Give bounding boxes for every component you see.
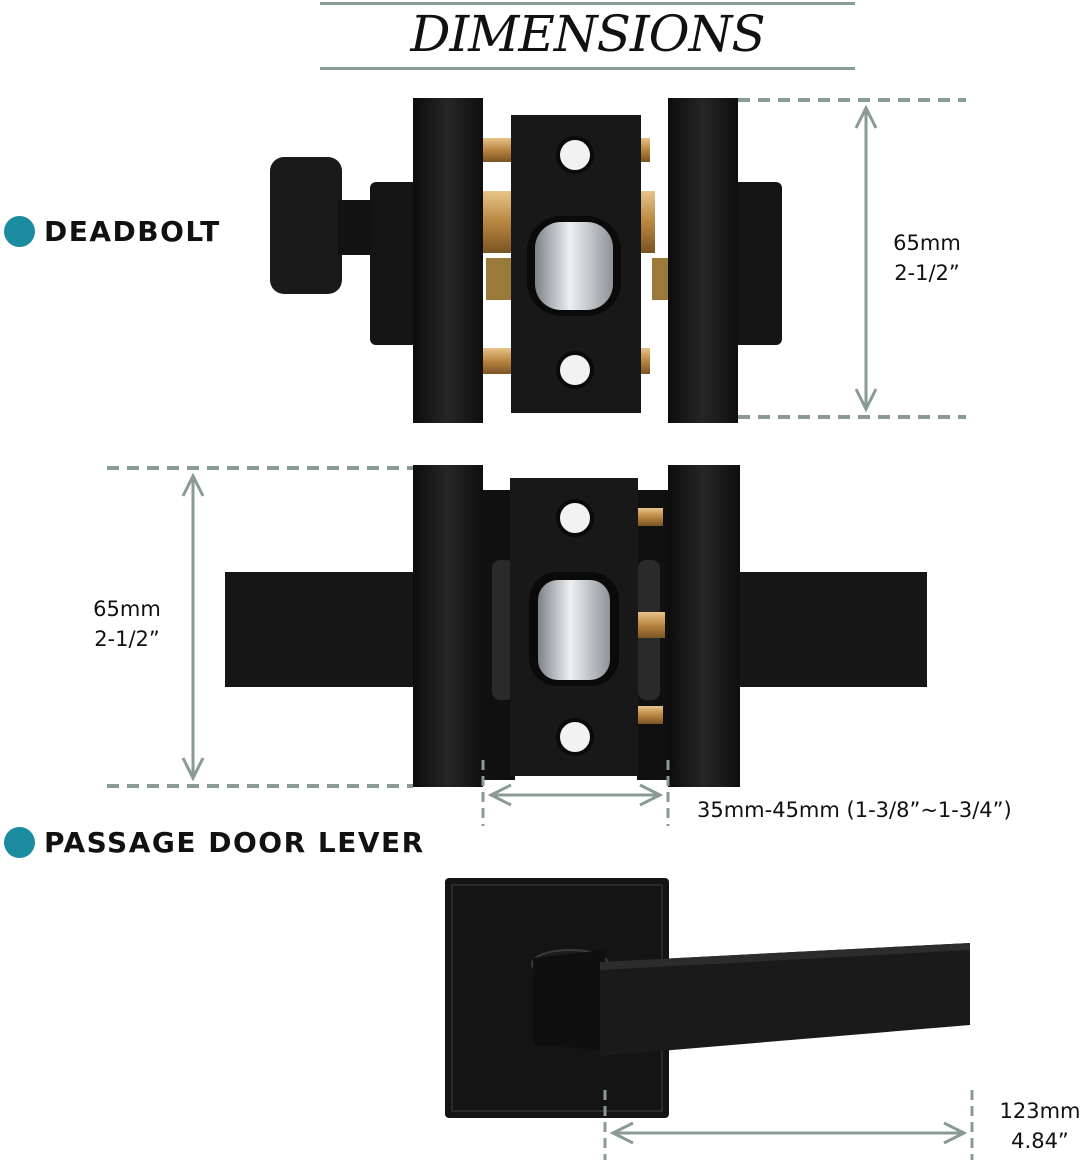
post-mid-right [635, 612, 665, 638]
lever-height-metric: 65mm [93, 597, 161, 621]
thickness-arrowhead-left [487, 783, 512, 807]
deadbolt-label: DEADBOLT [44, 215, 221, 248]
deadbolt-height-metric: 65mm [893, 231, 961, 255]
deadbolt-arrowhead-bottom [854, 388, 878, 413]
thumb-turn [270, 157, 342, 294]
passage-latch-drawing [225, 465, 927, 787]
title-top-rule [320, 2, 855, 5]
right-rose [668, 98, 738, 423]
latch-bolt [538, 580, 610, 680]
deadbolt-drawing [270, 98, 782, 423]
right-rose-latch [668, 465, 740, 787]
deadbolt-height-imperial: 2-1/2” [894, 261, 960, 285]
cam-left [486, 258, 514, 300]
left-rose [413, 98, 483, 423]
deadbolt-arrowhead-top [854, 104, 878, 129]
spring-left [492, 560, 514, 700]
lever-drawing [445, 878, 970, 1118]
post-top-right [635, 508, 663, 526]
length-arrowhead-left [609, 1121, 634, 1145]
left-rose-latch [413, 465, 483, 787]
deadbolt-bullet-icon [4, 216, 35, 247]
thickness-arrowhead-right [639, 783, 664, 807]
latch-screw-top [556, 499, 594, 537]
title-block: DIMENSIONS [320, 0, 855, 70]
page-title: DIMENSIONS [410, 5, 765, 63]
passage-bullet-icon [4, 827, 35, 858]
lever-length-metric: 123mm [999, 1099, 1081, 1123]
right-cylinder [732, 182, 782, 345]
lever-height-label: 65mm 2-1/2” [72, 594, 182, 654]
screw-hole-top [556, 136, 594, 174]
lever-handle [600, 943, 970, 1056]
lever-length-label: 123mm 4.84” [992, 1096, 1088, 1156]
title-bottom-rule [320, 67, 855, 70]
passage-label: PASSAGE DOOR LEVER [44, 826, 425, 859]
left-cylinder [370, 182, 418, 345]
dimension-lines [107, 98, 974, 1160]
latch-screw-bottom [556, 718, 594, 756]
screw-hole-bottom [556, 351, 594, 389]
passage-heading: PASSAGE DOOR LEVER [4, 826, 425, 859]
length-arrowhead-right [943, 1121, 968, 1145]
deadbolt-height-label: 65mm 2-1/2” [872, 228, 982, 288]
lever-height-imperial: 2-1/2” [94, 627, 160, 651]
post-bottom-right [635, 706, 663, 724]
right-lever [735, 572, 927, 687]
door-thickness-label: 35mm-45mm (1-3/8”~1-3/4”) [697, 798, 1012, 822]
lever-arrowhead-bottom [181, 757, 205, 782]
left-lever [225, 572, 417, 687]
lever-length-imperial: 4.84” [1011, 1129, 1069, 1153]
lever-handle-highlight [600, 943, 970, 970]
deadbolt-heading: DEADBOLT [4, 215, 221, 248]
lever-hub [533, 950, 605, 1050]
deadbolt-bolt [535, 222, 613, 310]
lever-arrowhead-top [181, 472, 205, 497]
